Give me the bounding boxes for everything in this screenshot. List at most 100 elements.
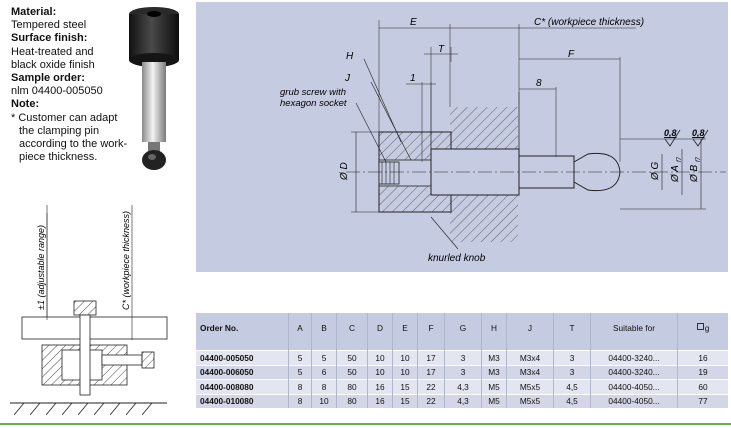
sample-heading: Sample order: — [11, 72, 85, 85]
cell-A: 5 — [288, 350, 312, 365]
cell-D: 10 — [367, 350, 393, 365]
label-F: F — [568, 49, 575, 60]
table-row: 04400-008080 8 8 80 16 15 22 4,3 M5 M5x5… — [196, 379, 728, 394]
cell-order-no: 04400-005050 — [196, 350, 289, 365]
header-order-no: Order No. — [196, 313, 289, 343]
table-spacer-row — [196, 343, 728, 351]
cell-T: 3 — [553, 350, 591, 365]
label-B-tol: f7 — [696, 156, 702, 162]
label-1: 1 — [410, 73, 416, 84]
material-heading: Material: — [11, 6, 57, 18]
cell-F: 17 — [417, 364, 445, 380]
cell-suitable-for: 04400-3240... — [590, 364, 678, 380]
table-row: 04400-005050 5 5 50 10 10 17 3 M3 M3x4 3… — [196, 350, 728, 365]
label-C: C* (workpiece thickness) — [534, 17, 644, 28]
cell-D: 16 — [367, 393, 393, 408]
cell-C: 50 — [336, 350, 368, 365]
header-weight: g — [677, 313, 728, 343]
dimensions-table: Order No. A B C D E F G H J T Suitable f… — [196, 313, 728, 408]
label-G: Ø G — [650, 161, 661, 181]
cell-A: 5 — [288, 364, 312, 380]
header-A: A — [288, 313, 312, 343]
weight-icon — [696, 323, 704, 330]
cell-G: 4,3 — [444, 379, 482, 394]
cell-weight: 16 — [677, 350, 728, 365]
cell-E: 10 — [392, 350, 418, 365]
cell-suitable-for: 04400-4050... — [590, 379, 678, 394]
label-H: H — [346, 51, 354, 62]
cell-A: 8 — [288, 393, 312, 408]
label-knob: knurled knob — [428, 253, 486, 264]
cell-order-no: 04400-010080 — [196, 393, 289, 408]
cell-suitable-for: 04400-4050... — [590, 393, 678, 408]
cell-H: M3 — [481, 350, 507, 365]
label-roughness-1: 0,8 — [664, 128, 677, 138]
label-E: E — [410, 17, 417, 28]
cell-C: 80 — [336, 393, 368, 408]
label-J: J — [344, 73, 351, 84]
cell-H: M5 — [481, 379, 507, 394]
table-row: 04400-006050 5 6 50 10 10 17 3 M3 M3x4 3… — [196, 364, 728, 380]
label-D: Ø D — [339, 162, 350, 181]
cell-D: 16 — [367, 379, 393, 394]
cell-D: 10 — [367, 364, 393, 380]
footer-divider — [0, 423, 731, 425]
cell-order-no: 04400-006050 — [196, 364, 289, 380]
cell-A: 8 — [288, 379, 312, 394]
cell-T: 4,5 — [553, 393, 591, 408]
header-C: C — [336, 313, 368, 343]
cell-J: M5x5 — [506, 393, 554, 408]
cell-C: 80 — [336, 379, 368, 394]
cell-weight: 19 — [677, 364, 728, 380]
cell-J: M3x4 — [506, 350, 554, 365]
sample-value: nlm 04400-005050 — [11, 85, 103, 98]
cell-C: 50 — [336, 364, 368, 380]
cell-B: 6 — [311, 364, 337, 380]
cell-F: 22 — [417, 393, 445, 408]
header-F: F — [417, 313, 445, 343]
cell-G: 4,3 — [444, 393, 482, 408]
cell-suitable-for: 04400-3240... — [590, 350, 678, 365]
header-E: E — [392, 313, 418, 343]
cell-F: 17 — [417, 350, 445, 365]
product-info: Material: Tempered steel Surface finish:… — [11, 6, 131, 164]
cell-E: 10 — [392, 364, 418, 380]
cell-B: 10 — [311, 393, 337, 408]
label-T: T — [438, 44, 445, 55]
product-photo — [122, 4, 186, 180]
header-B: B — [311, 313, 337, 343]
cell-J: M5x5 — [506, 379, 554, 394]
header-D: D — [367, 313, 393, 343]
label-A-tol: f7 — [677, 156, 683, 162]
material-value: Tempered steel — [11, 19, 87, 32]
cell-J: M3x4 — [506, 364, 554, 380]
technical-drawing: E C* (workpiece thickness) T H F J 1 8 g… — [196, 2, 728, 272]
table-header-row: Order No. A B C D E F G H J T Suitable f… — [196, 313, 728, 343]
header-weight-label: g — [704, 323, 710, 333]
cell-order-no: 04400-008080 — [196, 379, 289, 394]
cell-T: 3 — [553, 364, 591, 380]
surface-value: Heat-treated and black oxide finish — [11, 45, 95, 71]
thickness-label: C* (workpiece thickness) — [121, 211, 131, 310]
header-J: J — [506, 313, 554, 343]
surface-heading: Surface finish: — [11, 32, 88, 45]
label-A: Ø A — [670, 165, 681, 183]
section-drawing: ±1 (adjustable range) C* (workpiece thic… — [2, 205, 172, 418]
cell-H: M5 — [481, 393, 507, 408]
cell-weight: 60 — [677, 379, 728, 394]
note-text: * Customer can adapt the clamping pin ac… — [11, 111, 128, 164]
label-roughness-2: 0,8 — [692, 128, 705, 138]
cell-E: 15 — [392, 393, 418, 408]
range-label: ±1 (adjustable range) — [36, 225, 46, 310]
header-suitable-for: Suitable for — [590, 313, 678, 343]
table-row: 04400-010080 8 10 80 16 15 22 4,3 M5 M5x… — [196, 393, 728, 408]
cell-F: 22 — [417, 379, 445, 394]
header-T: T — [553, 313, 591, 343]
header-G: G — [444, 313, 482, 343]
cell-T: 4,5 — [553, 379, 591, 394]
header-H: H — [481, 313, 507, 343]
cell-E: 15 — [392, 379, 418, 394]
label-grub-2: hexagon socket — [280, 98, 347, 109]
cell-G: 3 — [444, 350, 482, 365]
cell-B: 5 — [311, 350, 337, 365]
